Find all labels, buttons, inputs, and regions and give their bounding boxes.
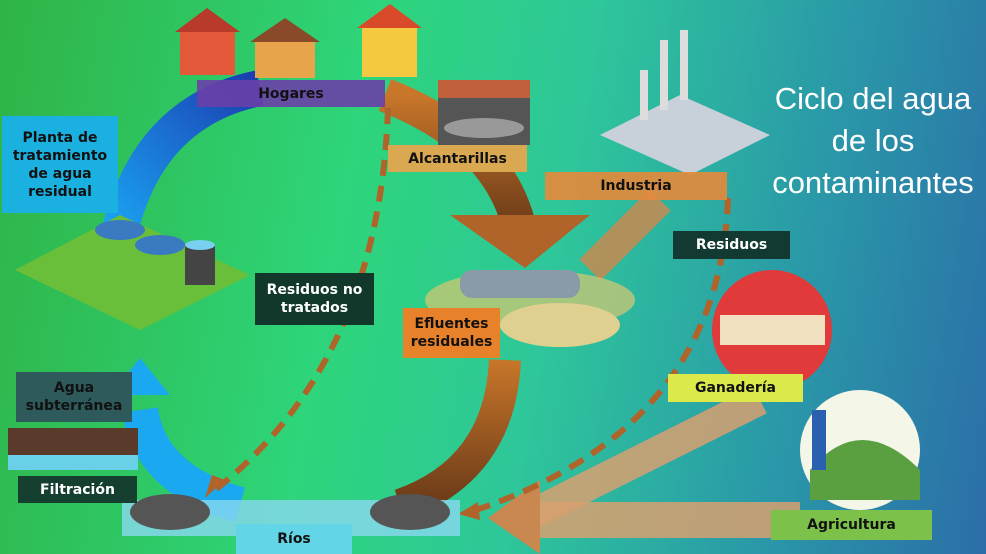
title-line-2: de los xyxy=(831,123,915,158)
label-alcantarillas: Alcantarillas xyxy=(388,145,527,172)
untreated-dashed-flow xyxy=(213,107,391,493)
label-residuos: Residuos xyxy=(673,231,790,259)
farmer-illustration xyxy=(800,390,920,510)
livestock-flow xyxy=(513,386,767,534)
diagram-title: Ciclo del agua de los contaminantes xyxy=(760,78,986,204)
label-efluentes: Efluentes residuales xyxy=(403,308,500,358)
industry-flow xyxy=(579,189,671,281)
clean-flow-arc-bottom xyxy=(122,406,246,523)
title-line-3: contaminantes xyxy=(772,165,974,200)
label-residuos-no-tratados: Residuos no tratados xyxy=(255,273,374,325)
untreated-arrowhead xyxy=(205,475,225,498)
agri-arrowhead xyxy=(488,480,540,554)
label-agua-subterranea: Agua subterránea xyxy=(16,372,132,422)
livestock-illustration xyxy=(712,270,832,390)
title-line-1: Ciclo del agua xyxy=(774,81,972,116)
label-hogares: Hogares xyxy=(197,80,385,107)
label-planta: Planta de tratamiento de agua residual xyxy=(2,116,118,213)
factory-illustration xyxy=(600,30,770,175)
label-rios: Ríos xyxy=(236,524,352,554)
label-ganaderia: Ganadería xyxy=(668,374,803,402)
sewer-illustration xyxy=(438,80,530,145)
cave-illustration xyxy=(8,428,138,470)
polluted-flow-arrowhead xyxy=(450,215,590,268)
treatment-plant-illustration xyxy=(15,215,250,330)
label-filtracion: Filtración xyxy=(18,476,137,503)
label-industria: Industria xyxy=(545,172,727,200)
industry-dashed-arrowhead xyxy=(458,502,480,520)
clean-flow-arc-top xyxy=(102,70,264,235)
houses-illustration xyxy=(175,4,422,78)
polluted-flow-arc-bottom xyxy=(394,359,521,521)
label-agricultura: Agricultura xyxy=(771,510,932,540)
